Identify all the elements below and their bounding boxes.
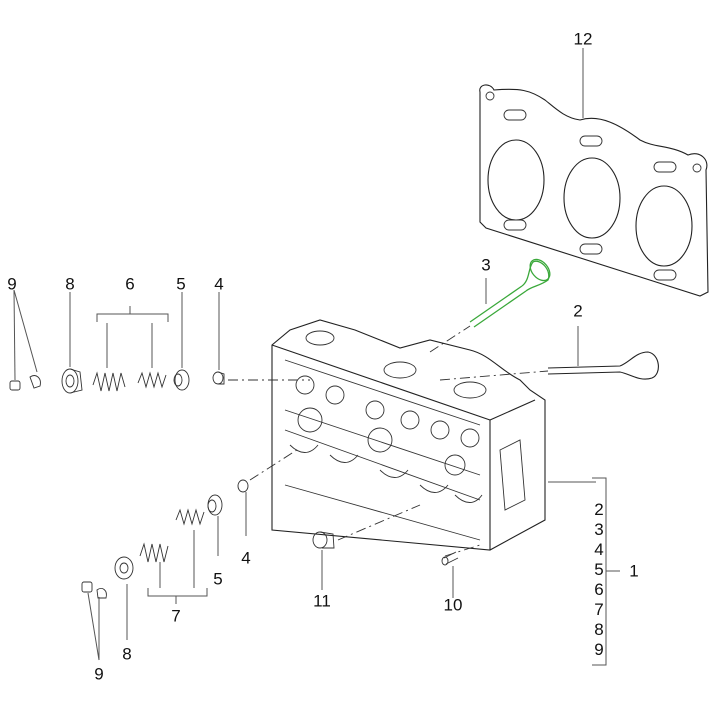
head-gasket[interactable]: [479, 84, 709, 297]
assembly-item: 7: [594, 600, 604, 619]
cylinder-head[interactable]: [271, 319, 546, 551]
springs-bottom[interactable]: [139, 508, 205, 563]
callout-9-top[interactable]: 9: [7, 274, 17, 294]
callout-6[interactable]: 6: [125, 274, 135, 294]
assembly-item: 6: [594, 580, 604, 599]
callout-5-bottom[interactable]: 5: [213, 569, 223, 589]
callout-10[interactable]: 10: [443, 595, 463, 615]
callout-3[interactable]: 3: [481, 255, 491, 275]
seal-top[interactable]: [212, 371, 225, 385]
callout-9-bottom[interactable]: 9: [94, 664, 104, 684]
callout-11[interactable]: 11: [313, 591, 331, 611]
seal-bottom[interactable]: [237, 479, 249, 493]
valve-2[interactable]: [547, 351, 659, 380]
assembly-item: 9: [594, 640, 604, 659]
spring-cap-bottom[interactable]: [114, 556, 134, 580]
assembly-item: 8: [594, 620, 604, 639]
keepers-bottom[interactable]: [81, 581, 107, 599]
callout-7[interactable]: 7: [171, 606, 181, 626]
callout-12[interactable]: 12: [573, 29, 593, 49]
valve-3-highlighted[interactable]: [469, 256, 554, 328]
assembly-item: 5: [594, 560, 604, 579]
callout-8-top[interactable]: 8: [65, 274, 75, 294]
callout-4-bottom[interactable]: 4: [241, 548, 251, 568]
assembly-item: 2: [594, 500, 604, 519]
spring-seat-top[interactable]: [173, 369, 190, 391]
keepers-top[interactable]: [9, 375, 41, 391]
assembly-includes-list: 2 3 4 5 6 7 8 9: [592, 500, 606, 660]
spring-seat-bottom[interactable]: [207, 494, 223, 516]
stud-10[interactable]: [441, 551, 459, 566]
springs-top[interactable]: [92, 371, 167, 392]
plug-11[interactable]: [312, 531, 335, 549]
spring-cap-top[interactable]: [61, 368, 83, 394]
callout-5-top[interactable]: 5: [176, 274, 186, 294]
callout-1[interactable]: 1: [629, 561, 639, 581]
assembly-item: 4: [594, 540, 604, 559]
callout-4-top[interactable]: 4: [214, 274, 224, 294]
callout-2[interactable]: 2: [573, 301, 583, 321]
callout-8-bottom[interactable]: 8: [122, 644, 132, 664]
assembly-item: 3: [594, 520, 604, 539]
